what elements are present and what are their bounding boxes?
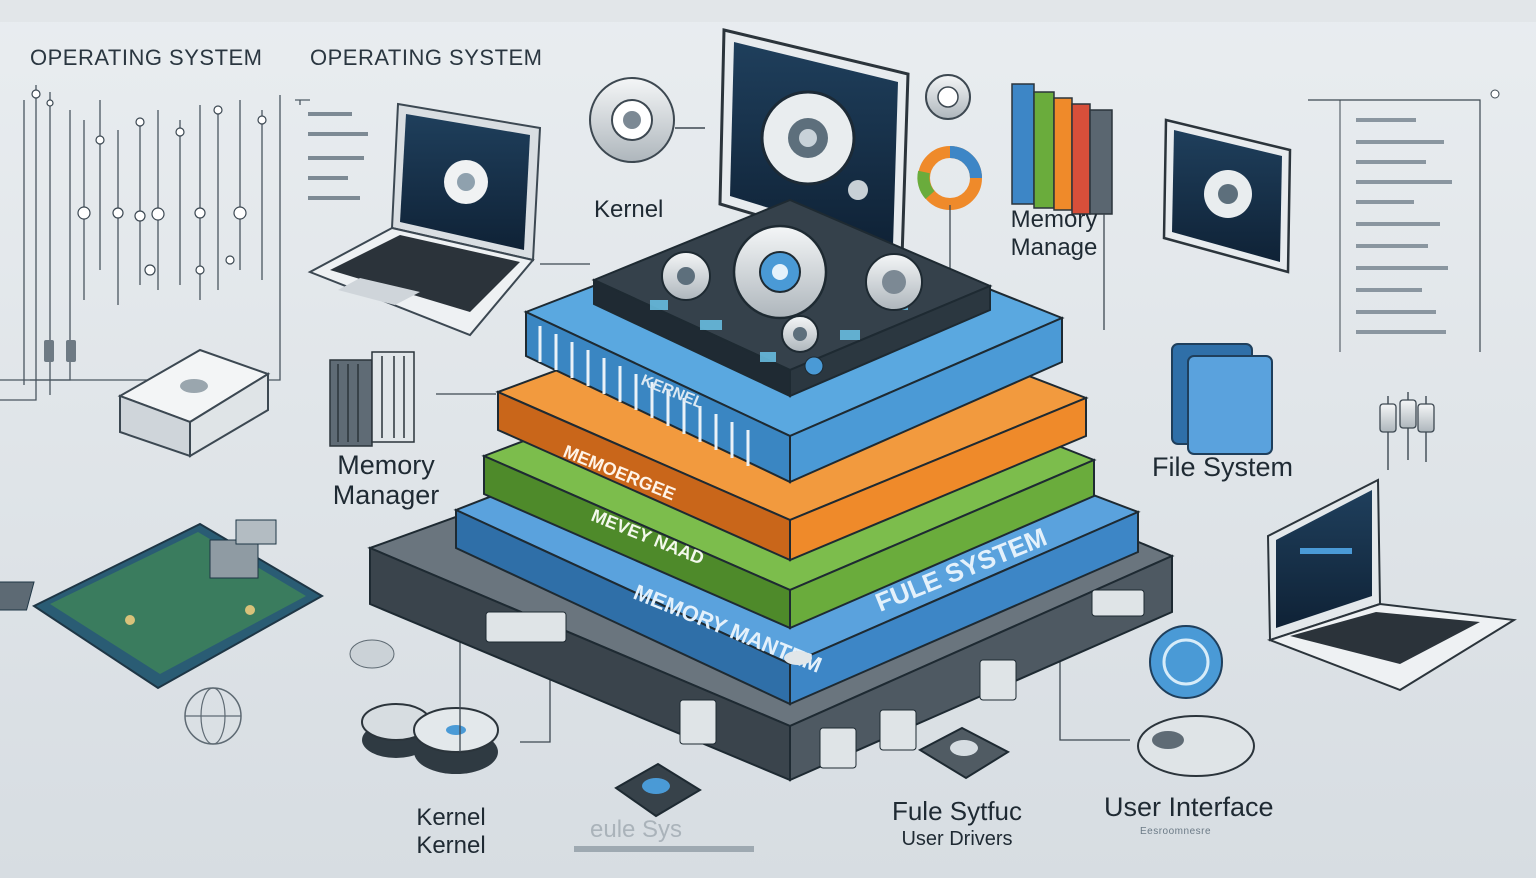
disk-stack-icon	[361, 703, 499, 774]
circuit-board	[0, 519, 325, 690]
blob-icon	[349, 639, 395, 669]
monitor-top	[718, 28, 910, 263]
left-circuit-nodes	[31, 89, 267, 276]
board-led	[804, 356, 824, 376]
bottom-faint-bar	[574, 846, 754, 852]
gear-icon-board-right	[865, 253, 923, 311]
blue-globe-icon	[1149, 625, 1223, 699]
gear-icon-board-bottom	[781, 315, 819, 353]
right-text-panel	[1308, 89, 1500, 352]
gear-icon-board-left	[661, 251, 711, 301]
chip-icon-bottom	[614, 762, 702, 818]
top-strip	[0, 0, 1536, 22]
left-resistors	[44, 340, 76, 362]
label-memory-top-line1: Memory	[1010, 206, 1098, 233]
left-circuit-lines	[0, 85, 301, 401]
label-user-interface: User Interface	[1104, 792, 1274, 822]
label-file-bottom-line2: User Drivers	[901, 828, 1013, 850]
memory-books-icon	[1011, 83, 1113, 215]
label-file-system-right: File System	[1152, 452, 1294, 482]
left-text-bars	[308, 112, 368, 200]
label-file-bottom: Fule Sytfuc User Drivers	[862, 796, 1052, 852]
header-operating-system-2: OPERATING SYSTEM	[310, 45, 543, 70]
label-ui-caption: Eesroomnesre	[1140, 826, 1212, 837]
right-probe-heads	[1379, 399, 1435, 433]
label-memory-top-line2: Manage	[1010, 234, 1098, 261]
label-memory-left-line1: Memory	[337, 450, 435, 480]
label-kernel-bottom-line2: Kernel	[416, 832, 486, 859]
device-box-left	[117, 348, 271, 458]
mouse-device-icon	[1137, 715, 1255, 777]
donut-chart-icon	[917, 146, 982, 272]
chip-icon-center	[917, 726, 1011, 780]
label-memory-top: Memory Manage	[994, 206, 1114, 262]
label-bottom-faint: eule Sys	[590, 816, 683, 843]
label-file-bottom-line1: Fule Sytfuc	[891, 796, 1023, 826]
gear-icon-top	[589, 77, 675, 163]
gear-icon-board-center	[732, 224, 828, 320]
folder-icon	[1171, 343, 1273, 455]
label-memory-manager-left: Memory Manager	[316, 450, 456, 510]
right-text-bars	[1356, 118, 1452, 334]
monitor-right	[1162, 118, 1292, 274]
label-kernel-bottom-line1: Kernel	[416, 804, 486, 831]
laptop-left	[307, 102, 542, 337]
label-kernel-bottom: Kernel Kernel	[396, 804, 506, 860]
label-memory-left-line2: Manager	[332, 480, 440, 510]
label-kernel-top: Kernel	[594, 196, 664, 223]
laptop-right	[1266, 478, 1517, 692]
memory-module-left	[329, 351, 415, 447]
header-operating-system-1: OPERATING SYSTEM	[30, 45, 263, 70]
gear-icon-small	[925, 74, 971, 120]
globe-icon	[184, 687, 242, 745]
